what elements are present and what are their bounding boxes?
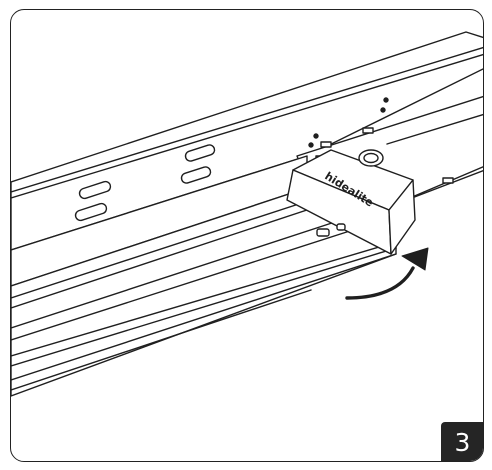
housing-right-edge xyxy=(386,113,483,145)
vent-slot xyxy=(74,202,108,222)
pin-connector xyxy=(336,223,346,231)
notch-tab xyxy=(362,127,374,134)
housing-top-edge xyxy=(11,53,483,199)
rail-line xyxy=(11,247,397,367)
end-cap-side xyxy=(388,179,416,255)
instruction-panel: hidealite 3 xyxy=(10,9,484,462)
vent-slot xyxy=(180,166,212,184)
fixture-illustration: hidealite xyxy=(11,31,483,397)
notch-tab xyxy=(320,141,332,148)
mounting-hole xyxy=(380,107,386,113)
rail-line xyxy=(11,199,312,299)
pin-connector xyxy=(316,228,330,237)
rail-line xyxy=(11,253,397,381)
mounting-hole xyxy=(383,97,389,103)
vent-slot xyxy=(184,144,216,162)
mounting-hole xyxy=(308,142,314,148)
rail-line xyxy=(11,289,312,391)
step-number-badge: 3 xyxy=(441,422,483,461)
rail-line xyxy=(11,241,397,357)
rotate-arrow-icon xyxy=(345,266,415,300)
housing-top-edge xyxy=(11,46,483,193)
rail-line xyxy=(11,219,342,329)
mounting-hole xyxy=(313,133,319,139)
housing-top-face xyxy=(11,31,483,251)
connector-ring-inner xyxy=(363,152,379,164)
rail-line xyxy=(11,228,357,341)
notch-tab xyxy=(442,177,454,184)
rail-line xyxy=(11,205,320,309)
vent-slot xyxy=(78,180,112,200)
rotate-arrow-head xyxy=(401,247,429,271)
